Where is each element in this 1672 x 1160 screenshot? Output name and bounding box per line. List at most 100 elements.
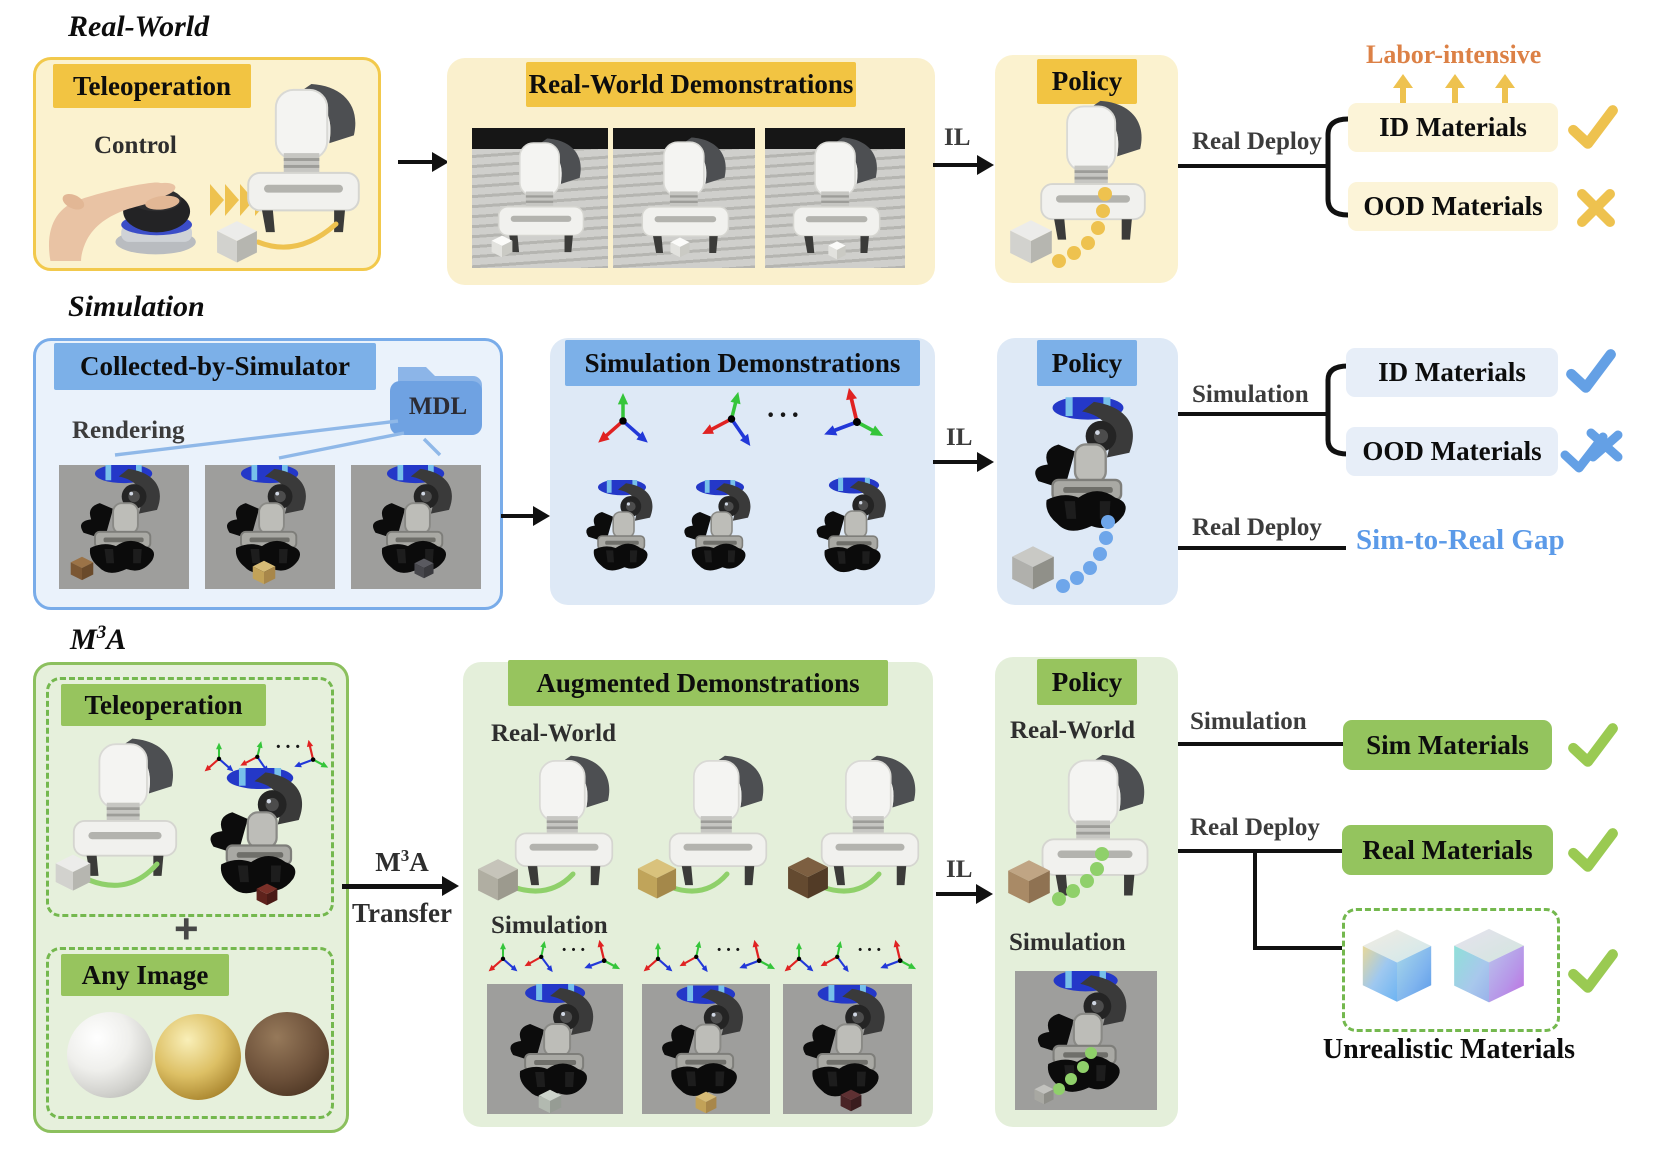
unrealistic-materials-label: Unrealistic Materials [1322,1034,1576,1065]
sim-render-photo [1015,971,1157,1110]
arrow-m3a-transfer [342,876,459,896]
axis-triad-icon [810,376,899,465]
ood-materials-box: OOD Materials [1346,427,1558,476]
real-deploy-line [1178,849,1342,853]
simulation-out-label: Simulation [1192,381,1309,408]
check-icon [1566,718,1620,772]
il-label: IL [944,124,971,151]
folder-icon: MDL [388,359,488,437]
policy-box: Policy [995,55,1178,283]
real-deploy-label: Real Deploy [1192,128,1322,155]
augmented-robot [629,754,779,906]
axis-triad-group: ··· [485,940,625,982]
arrow-teleop-to-demos [398,152,449,172]
plus-sign: + [174,905,199,952]
gray-cube-icon [1007,217,1055,265]
up-arrow-icon [1392,74,1414,104]
iridescent-cube-icon [1454,928,1524,1003]
real-deploy-line [1178,546,1346,550]
folder-label: MDL [408,393,468,420]
id-materials-box: ID Materials [1346,348,1558,397]
teleoperation-header: Teleoperation [53,64,251,108]
sim-render-photo [487,984,623,1114]
marble-material-sphere [67,1012,153,1098]
simulation-label: Simulation [491,912,608,939]
simulation-demonstrations-header: Simulation Demonstrations [565,340,920,386]
real-world-demonstrations-header: Real-World Demonstrations [526,62,856,107]
collected-by-simulator-box: Collected-by-Simulator MDL Rendering [33,338,503,610]
ood-materials-box: OOD Materials [1348,182,1558,231]
labor-intensive-label: Labor-intensive [1366,40,1542,69]
m3a-transfer-label-bottom: Transfer [352,898,452,928]
unrealistic-materials-box [1342,908,1560,1032]
check-cross-icon [1560,424,1626,482]
bracket-icon [1325,363,1350,457]
gray-cube-icon [53,852,93,892]
sim-robot-cutout [808,468,900,596]
gray-cube-icon [214,218,260,264]
il-label: IL [946,424,973,451]
sim-render-photo [642,984,770,1114]
real-world-label: Real-World [491,720,616,747]
section-title-m3a: M3A [70,622,127,656]
simulation-demonstrations-box: Simulation Demonstrations ··· [550,338,935,605]
axis-triad-icon [693,383,768,458]
branch-vline [1253,851,1257,948]
any-image-header: Any Image [61,954,229,996]
sim-to-real-gap-label: Sim-to-Real Gap [1356,524,1565,556]
real-materials-box: Real Materials [1342,825,1553,875]
sim-robot-cutout [676,468,764,596]
rendering-label: Rendering [72,417,185,444]
simulation-line [1178,412,1326,416]
section-title-simulation: Simulation [68,290,205,323]
simulation-label: Simulation [1009,929,1126,956]
check-icon [1566,100,1620,154]
demo-photo [472,128,608,268]
section-title-real-world: Real-World [68,10,210,43]
sim-render-photo [59,465,189,589]
sim-materials-box: Sim Materials [1343,720,1552,770]
check-icon [1564,344,1618,398]
ellipsis: ··· [275,736,305,758]
policy-box: Policy [997,338,1178,605]
augmented-demonstrations-header: Augmented Demonstrations [508,660,888,706]
m3a-input-box: Teleoperation ··· + Any Image [33,662,349,1133]
arrow-il [933,155,994,175]
policy-header: Policy [1037,659,1137,705]
control-label: Control [94,132,177,159]
iridescent-cube-icon [1362,929,1432,1002]
policy-header: Policy [1037,59,1137,104]
id-materials-box: ID Materials [1348,103,1558,152]
augmented-robot [475,754,625,906]
wood-cube-icon [1005,857,1053,905]
m3a-teleoperation-box: Teleoperation ··· [46,677,334,917]
simulation-out-label: Simulation [1190,708,1307,735]
real-world-label: Real-World [1010,717,1135,744]
real-deploy-label: Real Deploy [1190,814,1320,841]
sim-robot-cutout [197,768,323,912]
demo-photo [613,128,755,268]
real-world-demonstrations-box: Real-World Demonstrations [447,58,935,285]
simulation-line [1178,742,1343,746]
sim-robot-cutout [578,468,666,596]
arrow-collected-to-demos [501,506,550,526]
axis-triad-group: ··· [781,940,921,982]
m3a-teleoperation-header: Teleoperation [61,684,266,726]
augmented-demonstrations-box: Augmented Demonstrations Real-World Simu… [463,660,933,1127]
real-deploy-line [1178,164,1328,168]
sim-render-photo [783,984,912,1114]
real-deploy-label: Real Deploy [1192,514,1322,541]
sim-render-photo [351,465,481,589]
cross-icon [1574,186,1618,230]
axis-triad-group: ··· [640,940,780,982]
axis-triad-icon [592,392,654,454]
trajectory-dots [1056,515,1115,593]
ellipsis: ··· [766,400,804,431]
branch-hline [1253,946,1342,950]
wood-material-sphere [245,1012,329,1096]
policy-header: Policy [1037,340,1137,386]
up-arrow-icon [1494,74,1516,104]
arrow-il [936,884,993,904]
trajectory-dots [1052,847,1109,906]
